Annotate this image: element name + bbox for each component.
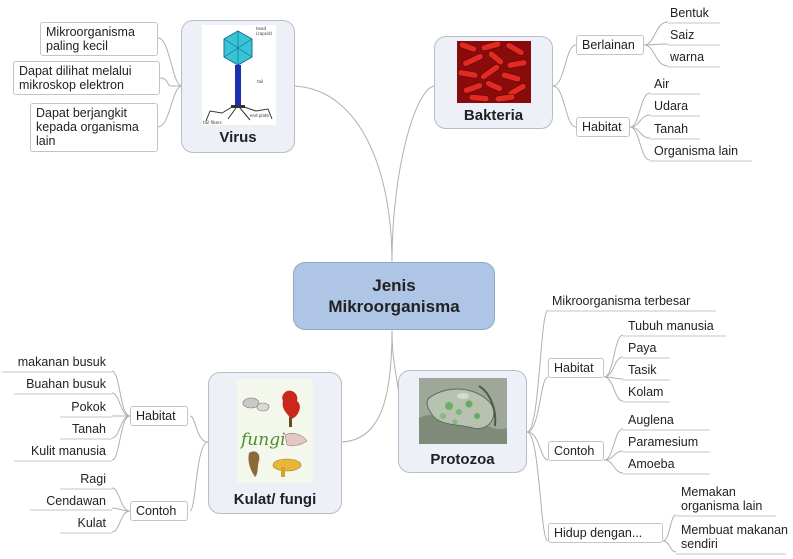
protozoa-node[interactable]: Protozoa — [398, 370, 527, 473]
link-protozoa-habitat — [526, 376, 549, 433]
virus-label-end-plate: end plate — [250, 113, 269, 118]
kulat-habitat-makanan-busuk[interactable]: makanan busuk — [17, 355, 106, 369]
protozoa-habitat-paya[interactable]: Paya — [628, 341, 657, 355]
virus-fact-smallest[interactable]: Mikroorganisma paling kecil — [40, 22, 158, 56]
protozoa-hidup-memakan[interactable]: Memakan organisma lain — [681, 485, 763, 513]
bakteria-habitat-tanah[interactable]: Tanah — [654, 122, 689, 136]
bakteria-berlainan-saiz[interactable]: Saiz — [670, 28, 695, 42]
protozoa-hidup-dengan[interactable]: Hidup dengan... — [548, 523, 663, 543]
central-topic-line-2: Mikroorganisma — [328, 297, 460, 316]
protozoa-contoh-auglena[interactable]: Auglena — [628, 413, 674, 427]
fungi-word: fungi — [239, 430, 286, 450]
kulat-habitat-tanah[interactable]: Tanah — [71, 422, 106, 436]
link-bkt-habitat-items — [629, 92, 651, 161]
central-topic[interactable]: Jenis Mikroorganisma — [293, 262, 495, 330]
kulat-habitat-buahan-busuk[interactable]: Buahan busuk — [26, 377, 106, 391]
virus-title: Virus — [219, 129, 257, 146]
virus-picture: head (capsid) tail end plate tail fibers — [202, 25, 276, 125]
kulat-habitat[interactable]: Habitat — [130, 406, 188, 426]
link-pz-habitat-items — [603, 334, 624, 402]
kulat-contoh-cendawan[interactable]: Cendawan — [46, 494, 106, 508]
bakteria-title: Bakteria — [463, 107, 524, 124]
bakteria-habitat-air[interactable]: Air — [654, 77, 670, 91]
link-berlainan-items — [643, 21, 669, 67]
bakteria-habitat-udara[interactable]: Udara — [654, 99, 689, 113]
bacteria-illustration — [457, 41, 531, 103]
kulat-contoh[interactable]: Contoh — [130, 501, 188, 521]
link-central-bakteria — [391, 85, 435, 263]
link-kulat-contoh-items — [111, 487, 131, 533]
virus-label-head: head — [256, 26, 266, 31]
link-protozoa-hidup — [526, 431, 549, 542]
virus-fact-electron-microscope[interactable]: Dapat dilihat melalui mikroskop elektron — [13, 61, 160, 95]
link-central-kulat — [341, 329, 393, 443]
virus-fact-infectious[interactable]: Dapat berjangkit kepada organisma lain — [30, 103, 158, 152]
kulat-habitat-kulit-manusia[interactable]: Kulit manusia — [30, 444, 106, 458]
bacteriophage-illustration: head (capsid) tail end plate tail fibers — [203, 26, 272, 125]
link-virus-fact-1 — [157, 37, 183, 87]
virus-label-capsid: (capsid) — [256, 31, 272, 36]
protozoa-contoh-amoeba[interactable]: Amoeba — [628, 457, 675, 471]
protozoa-title: Protozoa — [430, 451, 495, 468]
link-virus-fact-2 — [159, 77, 182, 87]
protozoa-habitat[interactable]: Habitat — [548, 358, 604, 378]
bakteria-picture — [457, 41, 531, 103]
link-pz-hidup-items — [662, 514, 677, 553]
link-pz-contoh-items — [603, 428, 624, 474]
link-kulat-habitat-items — [111, 370, 131, 461]
central-topic-line-1: Jenis — [372, 276, 416, 295]
kulat-habitat-pokok[interactable]: Pokok — [71, 400, 106, 414]
kulat-title: Kulat/ fungi — [233, 491, 317, 508]
bakteria-berlainan[interactable]: Berlainan — [576, 35, 644, 55]
bakteria-berlainan-bentuk[interactable]: Bentuk — [670, 6, 709, 20]
bakteria-node[interactable]: Bakteria — [434, 36, 553, 129]
link-protozoa-contoh — [526, 431, 549, 461]
protozoa-habitat-tubuh-manusia[interactable]: Tubuh manusia — [628, 319, 714, 333]
link-virus-fact-3 — [157, 85, 183, 128]
fungi-illustration: fungi — [237, 379, 313, 483]
kulat-node[interactable]: fungi Kulat/ fungi — [208, 372, 342, 514]
protozoa-hidup-membuat[interactable]: Membuat makanan sendiri — [681, 523, 789, 551]
virus-label-tail: tail — [257, 79, 263, 84]
kulat-contoh-kulat[interactable]: Kulat — [77, 516, 107, 530]
link-kulat-habitat — [189, 415, 209, 443]
bakteria-habitat-organisma-lain[interactable]: Organisma lain — [654, 144, 739, 158]
bakteria-berlainan-warna[interactable]: warna — [670, 50, 705, 64]
protozoa-picture — [419, 378, 507, 444]
protozoa-contoh-paramesium[interactable]: Paramesium — [628, 435, 699, 449]
protozoa-terbesar[interactable]: Mikroorganisma terbesar — [552, 294, 691, 308]
link-bakteria-habitat — [552, 85, 577, 128]
link-central-virus — [294, 85, 393, 263]
protozoa-contoh[interactable]: Contoh — [548, 441, 604, 461]
protozoa-illustration — [419, 378, 507, 444]
bakteria-habitat[interactable]: Habitat — [576, 117, 630, 137]
kulat-contoh-ragi[interactable]: Ragi — [80, 472, 106, 486]
virus-label-tail-fibers: tail fibers — [203, 120, 222, 125]
kulat-picture: fungi — [237, 379, 313, 483]
link-protozoa-terbesar — [526, 309, 549, 433]
link-bakteria-berlainan — [552, 44, 577, 87]
virus-node[interactable]: head (capsid) tail end plate tail fibers… — [181, 20, 295, 153]
link-kulat-contoh — [189, 441, 209, 512]
protozoa-habitat-kolam[interactable]: Kolam — [628, 385, 664, 399]
protozoa-habitat-tasik[interactable]: Tasik — [628, 363, 657, 377]
